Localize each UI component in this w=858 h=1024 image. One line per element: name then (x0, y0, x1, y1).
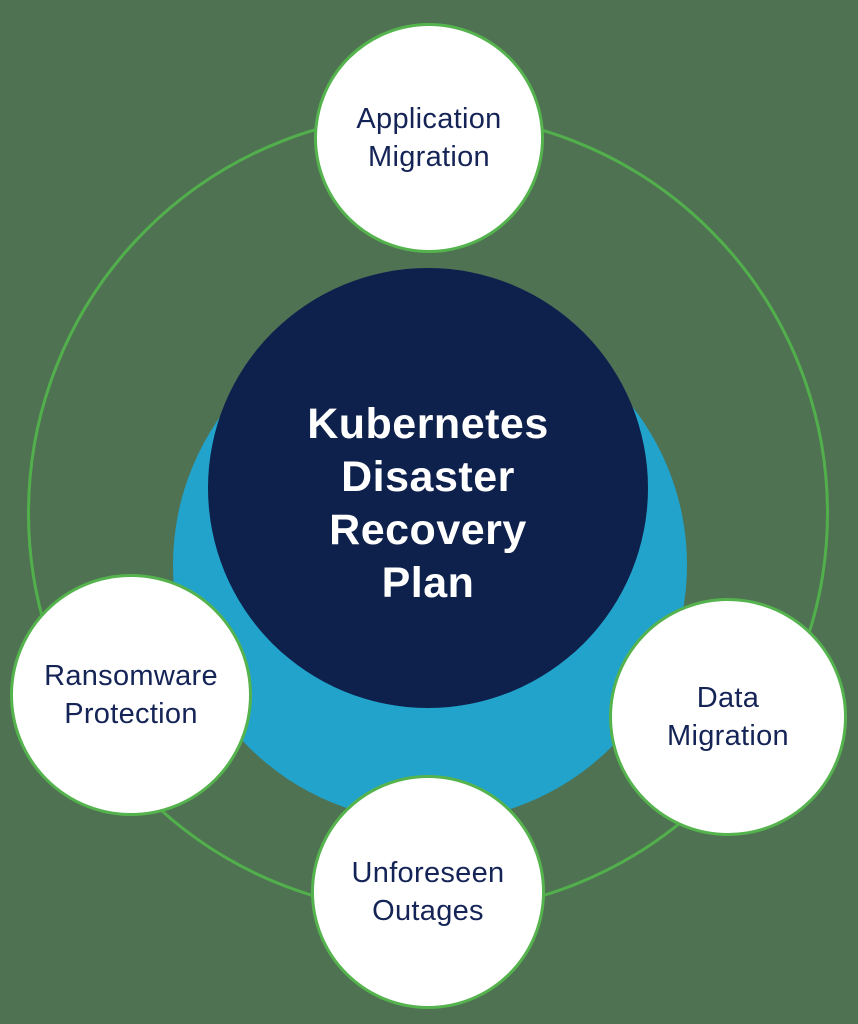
node-circle-application-migration: Application Migration (314, 23, 544, 253)
node-label-application-migration: Application Migration (356, 103, 502, 173)
node-circle-data-migration: Data Migration (609, 598, 847, 836)
node-circle-unforeseen-outages: Unforeseen Outages (311, 775, 545, 1009)
node-label-unforeseen-outages: Unforeseen Outages (351, 857, 505, 927)
node-label-ransomware-protection: Ransomware Protection (44, 660, 218, 730)
hub-label: Kubernetes Disaster Recovery Plan (307, 400, 549, 607)
hub-circle-kubernetes-disaster-recovery-plan: Kubernetes Disaster Recovery Plan (208, 268, 648, 708)
node-label-data-migration: Data Migration (667, 682, 789, 752)
node-circle-ransomware-protection: Ransomware Protection (10, 574, 252, 816)
